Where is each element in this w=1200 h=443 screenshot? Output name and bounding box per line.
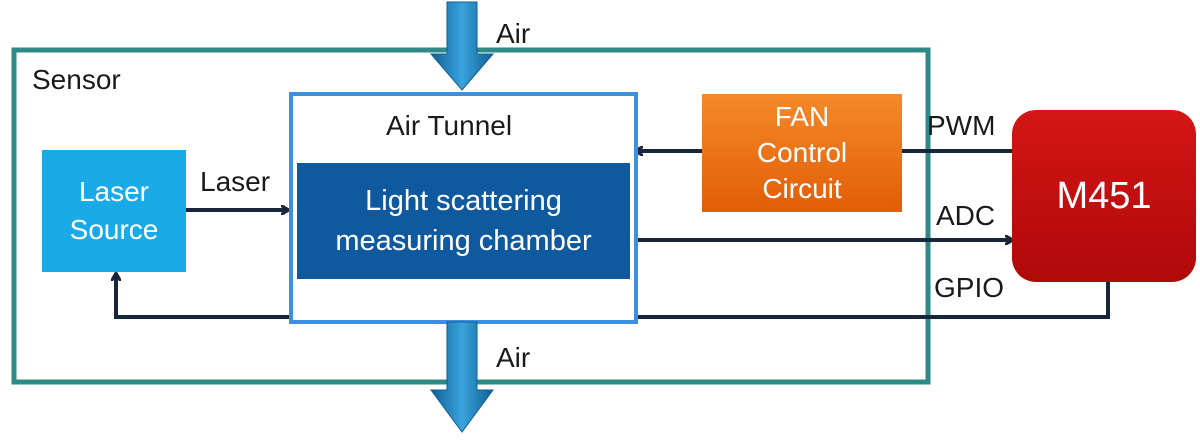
air-tunnel-label: Air Tunnel [386, 110, 513, 141]
fan-line-1: FAN [774, 101, 830, 132]
pwm-signal-label: PWM [927, 110, 996, 141]
sensor-label: Sensor [32, 64, 121, 95]
air-out-label: Air [496, 342, 531, 373]
air-in-arrow [429, 1, 495, 91]
laser-source-line-2: Source [69, 214, 159, 245]
air-out-arrow [430, 321, 494, 433]
fan-line-3: Circuit [762, 173, 842, 204]
chamber-line-1: Light scattering [365, 185, 562, 217]
chamber-line-2: measuring chamber [335, 225, 592, 257]
air-in-label: Air [496, 18, 531, 49]
m451-block: M451 [1012, 110, 1196, 282]
laser-source-line-1: Laser [78, 176, 150, 207]
fan-control-block: FAN Control Circuit [702, 94, 902, 212]
gpio-signal-label: GPIO [934, 272, 1005, 303]
adc-signal-label: ADC [936, 200, 996, 231]
laser-signal-label: Laser [200, 166, 271, 197]
laser-source-block: Laser Source [42, 150, 186, 272]
m451-label: M451 [1056, 174, 1152, 217]
measuring-chamber-block: Light scattering measuring chamber [297, 163, 630, 279]
fan-line-2: Control [756, 137, 848, 168]
